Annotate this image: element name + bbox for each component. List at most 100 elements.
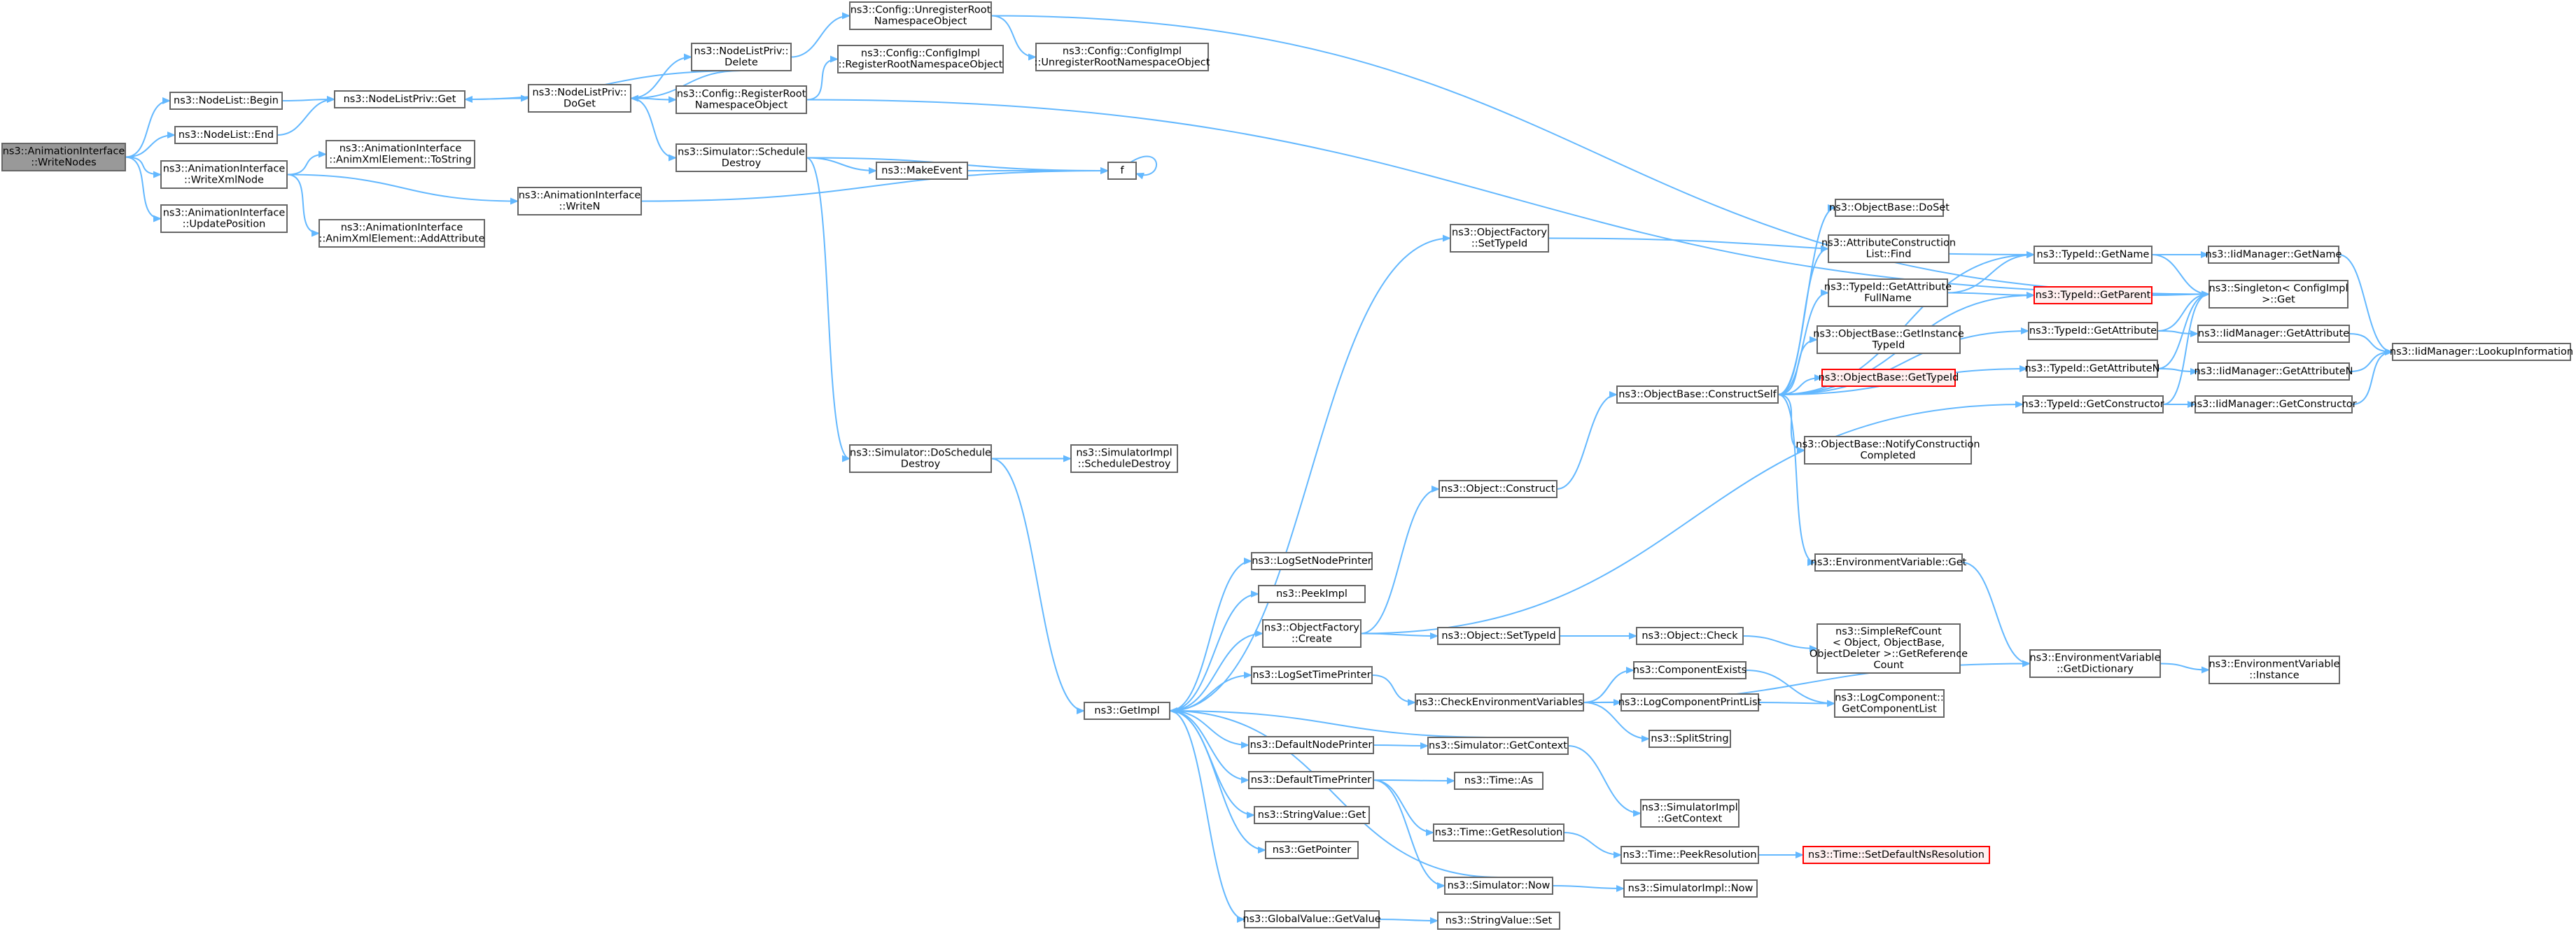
node-time-setdefault[interactable]: ns3::Time::SetDefaultNsResolution <box>1802 846 1990 864</box>
node-label: ns3::CheckEnvironmentVariables <box>1415 697 1583 708</box>
node-label: ns3::TypeId::GetAttribute <box>1824 282 1952 293</box>
node-simplerefcount[interactable]: ns3::SimpleRefCount< Object, ObjectBase,… <box>1809 623 1968 674</box>
node-iid-getname[interactable]: ns3::IidManager::GetName <box>2206 246 2342 264</box>
node-sim-sched[interactable]: ns3::Simulator::ScheduleDestroy <box>676 143 807 172</box>
node-addattr[interactable]: ns3::AnimationInterface::AnimXmlElement:… <box>318 219 485 248</box>
node-time-getres[interactable]: ns3::Time::GetResolution <box>1433 823 1564 842</box>
node-iid-getattr[interactable]: ns3::IidManager::GetAttribute <box>2197 325 2350 343</box>
edge-root-to-ai-update <box>125 156 162 222</box>
node-ob-constructself[interactable]: ns3::ObjectBase::ConstructSelf <box>1616 385 1779 404</box>
node-box <box>1258 585 1366 603</box>
node-obj-construct[interactable]: ns3::Object::Construct <box>1438 480 1558 498</box>
node-sim-getctx[interactable]: ns3::Simulator::GetContext <box>1427 737 1569 755</box>
node-label: ns3::TypeId::GetAttributeN <box>2024 363 2160 374</box>
node-time-peekres[interactable]: ns3::Time::PeekResolution <box>1620 846 1759 864</box>
edge-ai-writexml-to-ai-writen <box>286 174 519 205</box>
edge-deftime-to-time-as <box>1373 777 1455 784</box>
node-objfact-create[interactable]: ns3::ObjectFactory::Create <box>1262 619 1362 648</box>
node-ob-doset[interactable]: ns3::ObjectBase::DoSet <box>1829 199 1949 217</box>
node-label: List::Find <box>1866 249 1912 260</box>
node-simimpl-getctx[interactable]: ns3::SimulatorImpl::GetContext <box>1640 799 1740 828</box>
node-envvar-get[interactable]: ns3::EnvironmentVariable::Get <box>1811 553 1967 572</box>
edge-objfact-create-to-tid-getctor <box>1360 401 2024 635</box>
node-f[interactable]: f <box>1107 162 1137 180</box>
edge-sim-sched-to-sim-dosched <box>806 157 850 462</box>
node-label: ns3::NodeList::End <box>178 129 274 141</box>
node-tid-getparent[interactable]: ns3::TypeId::GetParent <box>2033 286 2152 304</box>
node-nl-begin[interactable]: ns3::NodeList::Begin <box>169 92 283 110</box>
node-ai-writexml[interactable]: ns3::AnimationInterface::WriteXmlNode <box>160 160 288 189</box>
node-box <box>1084 702 1170 720</box>
node-nlp-get[interactable]: ns3::NodeListPriv::Get <box>334 90 465 108</box>
node-box <box>2392 343 2571 361</box>
node-label: ns3::Config::ConfigImpl <box>1063 46 1182 57</box>
node-time-as[interactable]: ns3::Time::As <box>1454 772 1544 790</box>
node-nlp-delete[interactable]: ns3::NodeListPriv::Delete <box>691 43 792 71</box>
edge-tid-getattrfull-to-tid-getname <box>1947 251 2035 294</box>
node-iid-lookup[interactable]: ns3::IidManager::LookupInformation <box>2390 343 2573 361</box>
node-logsetnode[interactable]: ns3::LogSetNodePrinter <box>1251 552 1373 570</box>
node-tid-getattr[interactable]: ns3::TypeId::GetAttribute <box>2028 322 2158 340</box>
node-root[interactable]: ns3::AnimationInterface::WriteNodes <box>1 143 126 171</box>
node-cfgimpl-unreg[interactable]: ns3::Config::ConfigImpl::UnregisterRootN… <box>1035 43 1210 71</box>
node-box <box>1248 736 1374 754</box>
node-label: ns3::AttributeConstruction <box>1821 238 1956 249</box>
node-objfact-settype[interactable]: ns3::ObjectFactory::SetTypeId <box>1450 224 1549 253</box>
node-label: ::Instance <box>2249 670 2300 681</box>
node-logcomp-getlist[interactable]: ns3::LogComponent::GetComponentList <box>1834 689 1945 718</box>
node-label: ns3::EnvironmentVariable::Get <box>1811 557 1967 568</box>
node-cfg-unreg[interactable]: ns3::Config::UnregisterRootNamespaceObje… <box>849 1 992 30</box>
node-label: ns3::Config::ConfigImpl <box>861 48 980 59</box>
node-label: ::Create <box>1292 634 1332 645</box>
node-nl-end[interactable]: ns3::NodeList::End <box>174 126 278 144</box>
node-tostring[interactable]: ns3::AnimationInterface::AnimXmlElement:… <box>326 140 475 169</box>
node-ob-notify[interactable]: ns3::ObjectBase::NotifyConstructionCompl… <box>1795 436 1980 465</box>
node-tid-getattrn[interactable]: ns3::TypeId::GetAttributeN <box>2024 360 2160 378</box>
node-label: ns3::ObjectBase::NotifyConstruction <box>1795 439 1980 451</box>
node-cfg-regroot[interactable]: ns3::Config::RegisterRootNamespaceObject <box>676 85 807 114</box>
node-splitstring[interactable]: ns3::SplitString <box>1648 730 1731 748</box>
node-getimpl[interactable]: ns3::GetImpl <box>1084 702 1170 720</box>
node-iid-getattrn[interactable]: ns3::IidManager::GetAttributeN <box>2194 362 2353 381</box>
node-label: ::WriteN <box>559 201 601 213</box>
node-logcompprint[interactable]: ns3::LogComponentPrintList <box>1618 693 1762 712</box>
node-checkenv[interactable]: ns3::CheckEnvironmentVariables <box>1415 693 1584 712</box>
node-obj-settype[interactable]: ns3::Object::SetTypeId <box>1437 627 1560 645</box>
node-getpointer[interactable]: ns3::GetPointer <box>1265 841 1359 859</box>
node-strval-set[interactable]: ns3::StringValue::Set <box>1437 912 1560 930</box>
node-tid-getctor[interactable]: ns3::TypeId::GetConstructor <box>2022 395 2164 413</box>
node-ob-gettypeid[interactable]: ns3::ObjectBase::GetTypeId <box>1819 369 1959 387</box>
node-box <box>160 204 288 233</box>
node-simimpl-sched[interactable]: ns3::SimulatorImpl::ScheduleDestroy <box>1070 444 1178 473</box>
node-ai-update[interactable]: ns3::AnimationInterface::UpdatePosition <box>160 204 288 233</box>
node-singleton-get[interactable]: ns3::Singleton< ConfigImpl>::Get <box>2208 280 2348 309</box>
node-sim-now[interactable]: ns3::Simulator::Now <box>1444 877 1553 895</box>
node-envvar-getdict[interactable]: ns3::EnvironmentVariable::GetDictionary <box>2029 649 2161 678</box>
node-obj-check[interactable]: ns3::Object::Check <box>1636 627 1744 645</box>
edge-getimpl-to-deftime <box>1169 710 1250 784</box>
node-iid-getctor[interactable]: ns3::IidManager::GetConstructor <box>2190 395 2357 413</box>
node-peekimpl[interactable]: ns3::PeekImpl <box>1258 585 1366 603</box>
node-tid-getname[interactable]: ns3::TypeId::GetName <box>2033 246 2152 264</box>
node-box <box>1450 224 1549 253</box>
node-globval[interactable]: ns3::GlobalValue::GetValue <box>1242 910 1381 928</box>
node-compexists[interactable]: ns3::ComponentExists <box>1633 661 1747 679</box>
node-deftime[interactable]: ns3::DefaultTimePrinter <box>1248 771 1374 789</box>
edge-checkenv-to-splitstring <box>1583 702 1650 742</box>
node-nlp-doget[interactable]: ns3::NodeListPriv::DoGet <box>528 84 631 113</box>
node-cfgimpl-reg[interactable]: ns3::Config::ConfigImpl::RegisterRootNam… <box>837 45 1004 73</box>
node-logsettime[interactable]: ns3::LogSetTimePrinter <box>1251 666 1373 684</box>
node-defnode[interactable]: ns3::DefaultNodePrinter <box>1248 736 1374 754</box>
node-envvar-inst[interactable]: ns3::EnvironmentVariable::Instance <box>2208 656 2340 684</box>
node-strval-get[interactable]: ns3::StringValue::Get <box>1254 806 1370 824</box>
node-makeevent[interactable]: ns3::MakeEvent <box>876 162 968 180</box>
node-label: ns3::NodeList::Begin <box>174 95 279 106</box>
node-ai-writen[interactable]: ns3::AnimationInterface::WriteN <box>517 187 642 215</box>
node-simimpl-now[interactable]: ns3::SimulatorImpl::Now <box>1623 879 1758 898</box>
node-box <box>849 444 992 473</box>
